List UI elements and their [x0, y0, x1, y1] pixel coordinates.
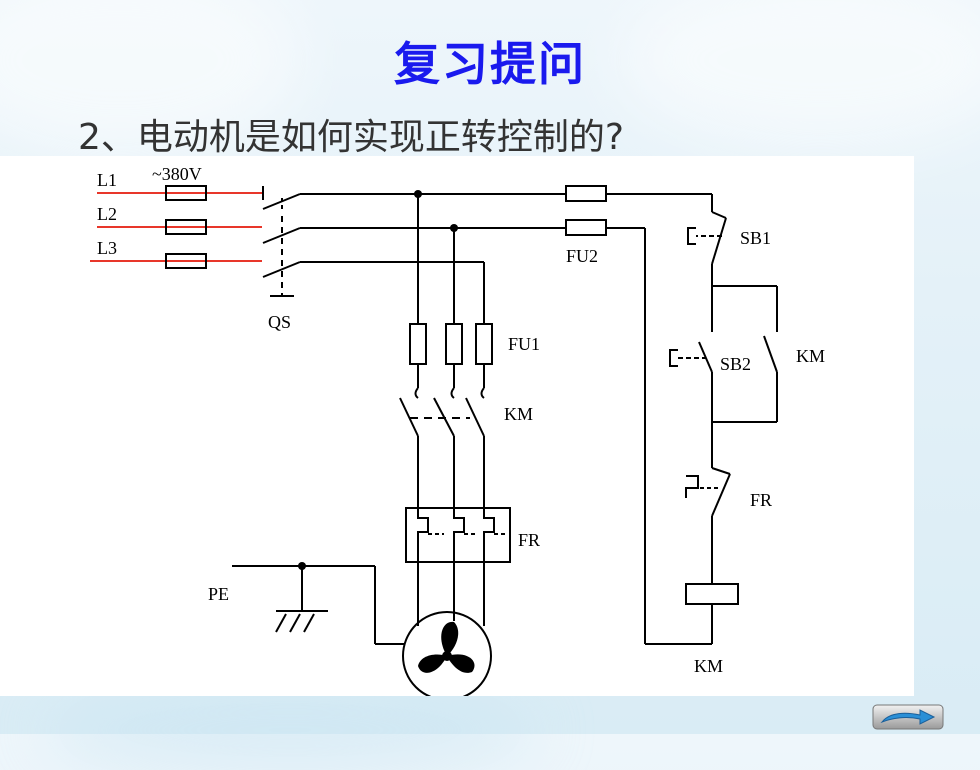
label-fr-ctrl: FR: [750, 490, 772, 510]
button-sb1: [687, 211, 727, 265]
thermal-relay-fr-main: [405, 507, 511, 563]
label-km-aux: KM: [796, 346, 825, 366]
supply-lines: [90, 192, 262, 262]
label-fu1: FU1: [508, 334, 540, 354]
fuse-fu2-top: [565, 185, 607, 202]
label-l1: L1: [97, 170, 117, 190]
label-km-main: KM: [504, 404, 533, 424]
junction-dot: [298, 562, 306, 570]
button-sb2: [669, 341, 713, 373]
label-fu2: FU2: [566, 246, 598, 266]
motor: [402, 611, 492, 696]
return-button[interactable]: [872, 704, 944, 730]
contactor-km-main: [399, 387, 485, 437]
question-text: 2、电动机是如何实现正转控制的?: [78, 117, 625, 158]
slide-title: 复习提问: [394, 37, 586, 91]
coil-km: [685, 583, 739, 605]
thermal-relay-fr-ctrl: [685, 467, 731, 517]
contactor-km-aux: [763, 335, 778, 373]
label-qs: QS: [268, 312, 291, 332]
label-fr-main: FR: [518, 530, 540, 550]
pe-ground: [232, 565, 404, 645]
switch-qs: [262, 193, 301, 297]
label-l2: L2: [97, 204, 117, 224]
fuse-fu2-bottom: [565, 219, 607, 236]
junction-dot: [450, 224, 458, 232]
supply-fuse-l1: [165, 185, 207, 201]
supply-fuse-l2: [165, 219, 207, 235]
circuit-diagram: L1 L2 L3 ~380V QS FU1 FU2 KM FR PE SB1 S…: [0, 156, 914, 696]
label-voltage: ~380V: [152, 164, 202, 184]
label-km-coil: KM: [694, 656, 723, 676]
label-sb1: SB1: [740, 228, 771, 248]
return-arrow-icon: [872, 704, 944, 730]
label-sb2: SB2: [720, 354, 751, 374]
label-l3: L3: [97, 238, 117, 258]
fan-icon: [418, 621, 475, 673]
supply-fuse-l3: [165, 253, 207, 269]
circuit-svg: L1 L2 L3 ~380V QS FU1 FU2 KM FR PE SB1 S…: [90, 164, 825, 696]
label-pe: PE: [208, 584, 229, 604]
fuse-fu1: [409, 323, 493, 365]
junction-dot: [414, 190, 422, 198]
